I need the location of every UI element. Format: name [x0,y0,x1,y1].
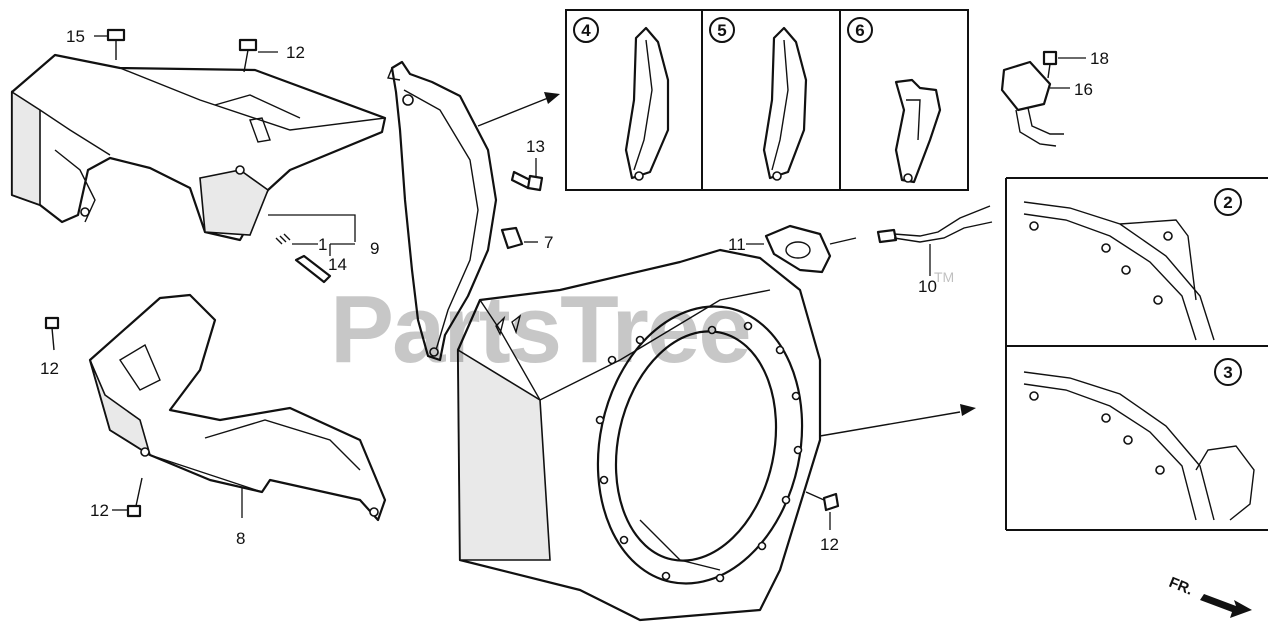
variant-6-marker: 6 [847,17,873,43]
callout-12-right: 12 [820,535,839,554]
arrow-head-detail [960,404,976,416]
clip-7 [500,226,538,250]
variant-2-marker: 2 [1214,188,1242,216]
svg-text:3: 3 [1223,363,1232,382]
bolt-18 [1042,50,1086,79]
svg-text:2: 2 [1223,193,1232,212]
bolt-12-top [238,38,278,73]
bolt-15 [94,28,126,60]
callout-7: 7 [544,233,553,252]
callout-1: 1 [318,235,327,254]
curved-shield [387,60,498,362]
variant-5-marker: 5 [709,17,735,43]
variant-5-part [762,26,808,181]
variant-3-marker: 3 [1214,358,1242,386]
bolt-12-left [44,316,60,351]
callout-16: 16 [1074,80,1093,99]
hardware-1-14-9 [268,214,356,284]
arrow-to-detail [819,411,961,437]
bolt-12-lower [112,477,143,518]
callout-12-left: 12 [40,359,59,378]
variant-6-part [894,78,942,184]
callout-10: 10 [918,277,937,296]
screw-13 [510,158,544,192]
front-arrow-icon [1200,594,1252,618]
svg-text:5: 5 [717,21,726,40]
callout-12-lower: 12 [90,501,109,520]
detail-2-flange [1023,201,1215,341]
fan-housing [456,248,822,622]
callout-9: 9 [370,239,379,258]
arrow-to-variants [477,97,549,127]
upper-shroud [10,53,387,242]
module-16 [1000,60,1070,147]
bolt-12-right [805,491,840,530]
callout-18: 18 [1090,49,1109,68]
callout-12-top: 12 [286,43,305,62]
variant-4-part [624,26,670,181]
switch-11 [746,224,857,274]
watermark: PartsTree [330,276,750,383]
front-label: FR. [1167,574,1196,599]
watermark-tm: TM [934,269,954,285]
variant-4-marker: 4 [573,17,599,43]
callout-15: 15 [66,27,85,46]
callout-14: 14 [328,255,347,274]
svg-text:6: 6 [855,21,864,40]
wire-10 [876,205,993,276]
detail-3-flange [1023,371,1255,521]
lower-baffle [88,293,387,522]
callout-8: 8 [236,529,245,548]
callout-11: 11 [728,235,746,254]
arrow-head-variants [544,92,560,104]
svg-text:4: 4 [581,21,591,40]
variant-panels [565,9,969,191]
detail-panels [1005,177,1268,531]
callout-13: 13 [526,137,545,156]
front-direction-indicator: FR. [1167,574,1252,618]
